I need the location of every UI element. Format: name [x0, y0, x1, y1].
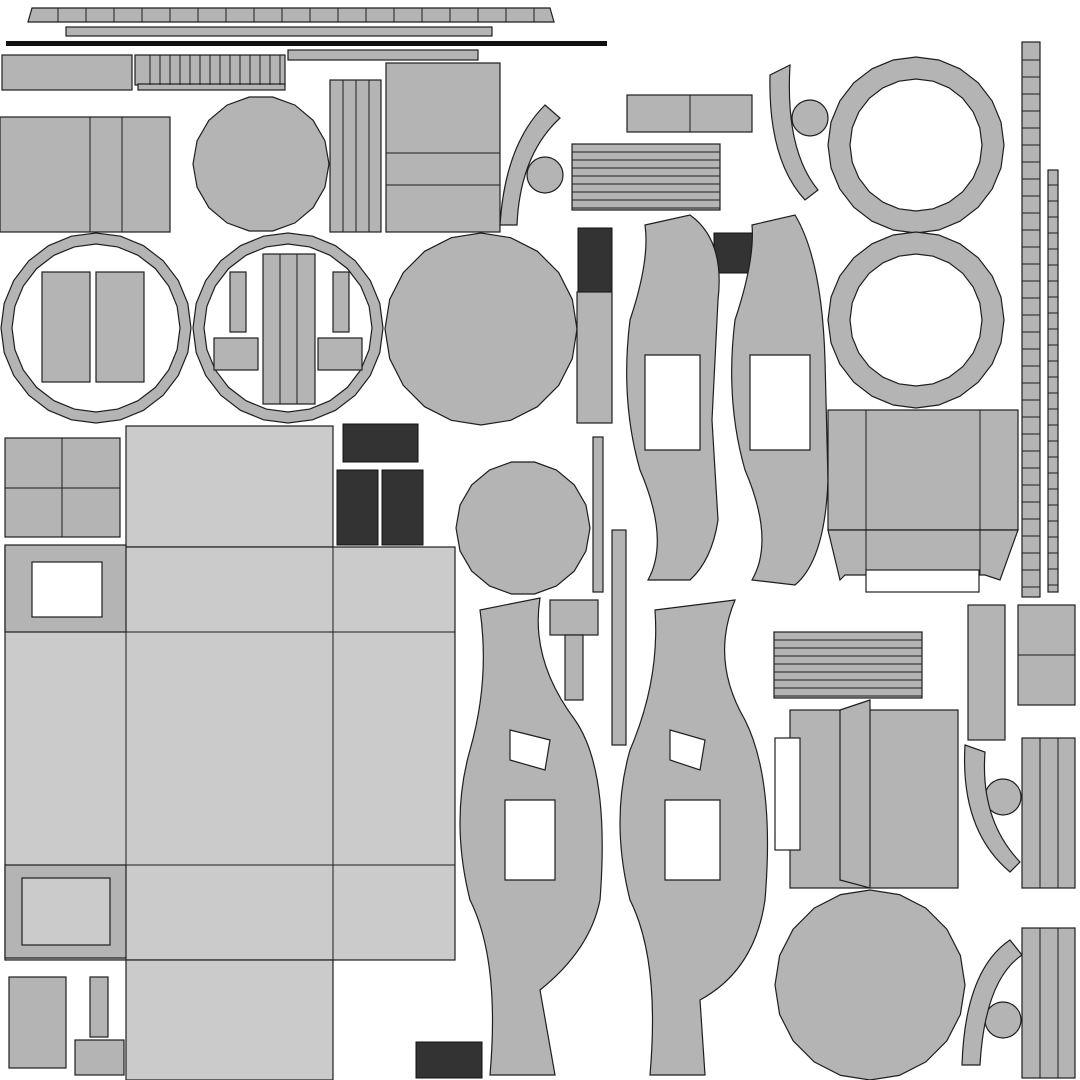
uv-island-inner-plank [95, 271, 145, 383]
uv-island-bracket [213, 337, 259, 371]
top-strip-islands [1, 7, 607, 91]
uv-island-ring [192, 232, 384, 424]
uv-island-thin-strip [65, 26, 493, 37]
uv-island-bracket [317, 337, 363, 371]
upper-left-islands [0, 62, 501, 233]
uv-island-small-disc [526, 156, 564, 194]
frame-islands [459, 214, 829, 1076]
uv-island-bracket-post [332, 271, 350, 333]
uv-island-box [385, 62, 501, 233]
uv-island-inner-plank [41, 271, 91, 383]
uv-island-disc [192, 96, 330, 232]
uv-island-small-bar [287, 49, 479, 61]
uv-island-bracket-post [229, 271, 247, 333]
strip-segment-lines [57, 8, 535, 85]
uv-island-panel [0, 116, 171, 233]
uv-island-ribbed-bar-edge [137, 83, 286, 91]
uv-island-ring [827, 56, 1005, 234]
ring-islands [0, 56, 1005, 424]
right-side-islands [549, 41, 1076, 1079]
uv-island-black-line [6, 41, 607, 46]
large-panel-islands [4, 425, 456, 1080]
uv-island-ring [0, 232, 192, 424]
uv-island-top-strip [27, 7, 555, 23]
uv-island-inner-plank [262, 253, 316, 405]
uv-island-large-disc [384, 232, 578, 426]
uv-island-ring [827, 231, 1005, 409]
uv-island-small-disc [984, 1001, 1022, 1039]
uv-island-bar [1, 54, 133, 91]
uv-island-disc [455, 461, 591, 595]
uv-island-small-disc [791, 99, 829, 137]
arc-islands [499, 63, 1023, 1066]
uv-island-large-disc [774, 889, 966, 1080]
